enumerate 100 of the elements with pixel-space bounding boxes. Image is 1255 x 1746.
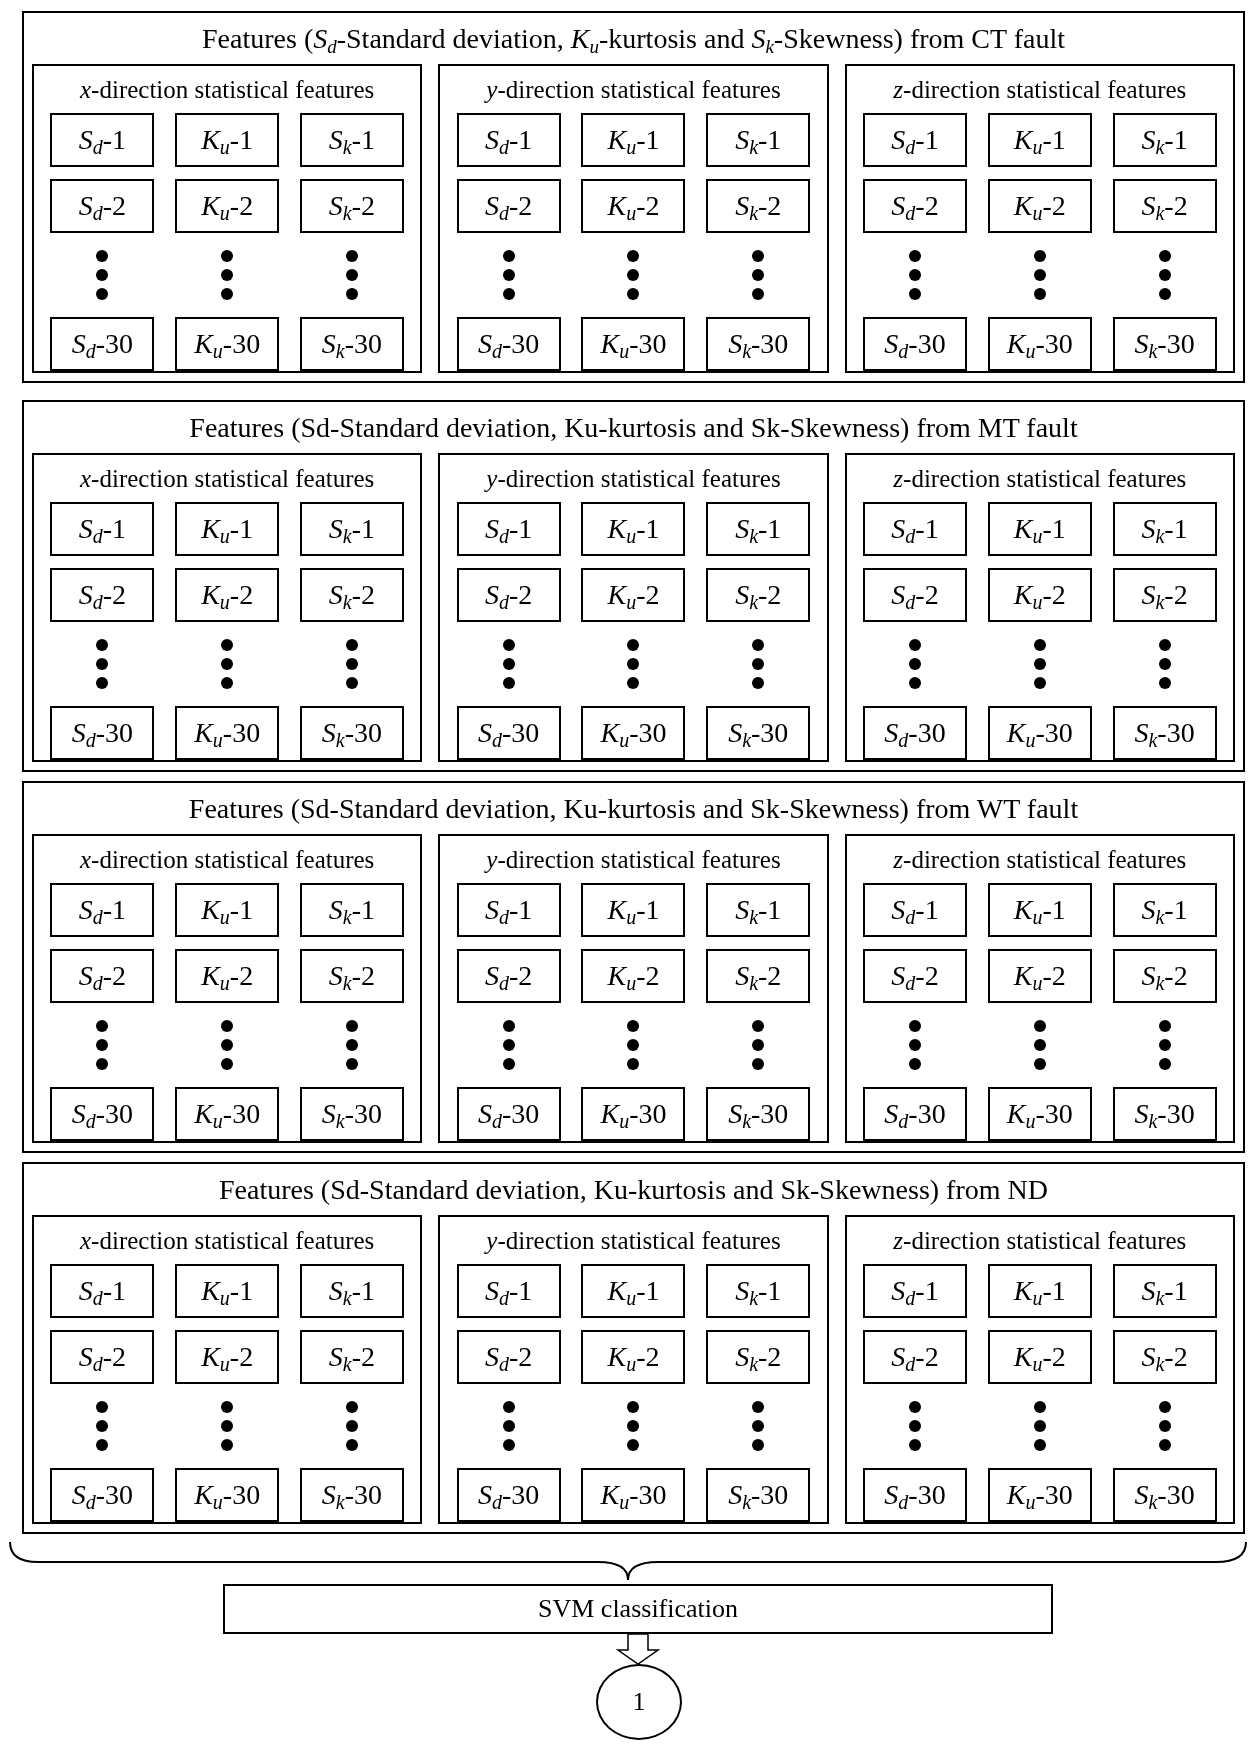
feature-box [1112, 568, 1217, 623]
feature-box [456, 949, 561, 1004]
feature-label: K$_{u}$-1 [201, 896, 254, 925]
panel-title: z-direction statistical features [892, 845, 1188, 875]
feature-label: S$_{k}$-2 [735, 962, 782, 991]
feature-box [581, 502, 686, 557]
feature-box [299, 113, 404, 168]
feature-label: S$_{d}$-2 [485, 962, 533, 991]
hollow-arrow [615, 1633, 661, 1665]
feature-box [706, 568, 811, 623]
feature-label: K$_{u}$-2 [1013, 581, 1066, 610]
feature-label: K$_{u}$-2 [201, 581, 254, 610]
feature-label: K$_{u}$-30 [1006, 1100, 1073, 1129]
feature-label: S$_{k}$-1 [1141, 126, 1188, 155]
feature-box [299, 706, 404, 761]
panel-title: y-direction statistical features [483, 464, 782, 494]
feature-box [581, 1087, 686, 1142]
feature-label: S$_{d}$-30 [884, 719, 946, 748]
feature-box [987, 502, 1092, 557]
feature-box [299, 1330, 404, 1385]
feature-label: S$_{d}$-1 [485, 126, 533, 155]
feature-box [706, 883, 811, 938]
feature-box [50, 1468, 155, 1523]
feature-box [50, 179, 155, 234]
feature-box [863, 1264, 968, 1319]
feature-box [863, 317, 968, 372]
feature-box [299, 179, 404, 234]
feature-box [706, 1264, 811, 1319]
feature-box [1112, 1330, 1217, 1385]
panel-title: z-direction statistical features [892, 75, 1188, 105]
feature-label: S$_{d}$-2 [485, 192, 533, 221]
feature-box [581, 317, 686, 372]
feature-label: S$_{d}$-1 [485, 1277, 533, 1306]
feature-box [863, 113, 968, 168]
feature-label: S$_{k}$-1 [328, 896, 376, 925]
group-title: Features (Sd-Standard deviation, Ku-kurtosis and Sk-Skewness) from MT fault [188, 411, 1079, 445]
feature-label: S$_{k}$-1 [735, 515, 782, 544]
feature-label: S$_{k}$-2 [1141, 192, 1188, 221]
feature-label: S$_{k}$-30 [1134, 330, 1195, 359]
feature-label: S$_{d}$-2 [485, 1343, 533, 1372]
feature-box [456, 113, 561, 168]
feature-box [987, 568, 1092, 623]
direction-panel [32, 1215, 423, 1525]
feature-box [1112, 1468, 1217, 1523]
feature-label: S$_{d}$-1 [78, 1277, 127, 1306]
feature-box [299, 317, 404, 372]
fault-group [22, 11, 1245, 383]
feature-box [581, 1468, 686, 1523]
feature-box [175, 1330, 280, 1385]
feature-label: S$_{k}$-30 [321, 1481, 383, 1510]
feature-label: K$_{u}$-2 [201, 1343, 254, 1372]
feature-label: S$_{d}$-1 [78, 896, 127, 925]
feature-label: S$_{d}$-30 [478, 330, 540, 359]
feature-box [175, 502, 280, 557]
feature-box [175, 883, 280, 938]
panel-title: x-direction statistical features [78, 464, 376, 494]
feature-label: S$_{k}$-2 [735, 581, 782, 610]
feature-box [987, 706, 1092, 761]
feature-box [175, 317, 280, 372]
feature-box [706, 317, 811, 372]
feature-label: S$_{d}$-30 [478, 1100, 540, 1129]
feature-label: S$_{k}$-30 [321, 1100, 383, 1129]
feature-label: S$_{k}$-30 [728, 330, 789, 359]
process-box [223, 1584, 1053, 1634]
direction-panel [32, 64, 423, 374]
feature-label: S$_{k}$-1 [1141, 896, 1188, 925]
feature-box [50, 113, 155, 168]
direction-panel [438, 1215, 829, 1525]
feature-label: S$_{k}$-2 [328, 192, 376, 221]
feature-box [987, 1087, 1092, 1142]
feature-box [456, 502, 561, 557]
feature-box [581, 1264, 686, 1319]
feature-label: K$_{u}$-1 [1013, 126, 1066, 155]
direction-panel [438, 453, 829, 763]
feature-label: S$_{k}$-30 [1134, 1481, 1195, 1510]
feature-label: S$_{k}$-2 [1141, 1343, 1188, 1372]
feature-label: S$_{d}$-30 [478, 719, 540, 748]
feature-box [175, 1087, 280, 1142]
feature-label: S$_{k}$-30 [321, 330, 383, 359]
feature-box [581, 113, 686, 168]
feature-box [456, 706, 561, 761]
feature-box [706, 1330, 811, 1385]
feature-box [299, 1264, 404, 1319]
feature-label: K$_{u}$-1 [1013, 896, 1066, 925]
group-title: Features (Sd-Standard deviation, Ku-kurtosis and Sk-Skewness) from WT fault [187, 792, 1080, 826]
feature-label: S$_{d}$-1 [891, 896, 939, 925]
feature-box [1112, 113, 1217, 168]
group-title: Features (S$_{d}$-Standard deviation, K$_{u}$-kurtosis and S$_{k}$-Skewness) from CT fault [201, 22, 1066, 56]
feature-box [987, 1330, 1092, 1385]
panel-title: x-direction statistical features [78, 75, 376, 105]
feature-label: K$_{u}$-30 [600, 1481, 667, 1510]
fault-group [22, 781, 1245, 1153]
feature-box [581, 179, 686, 234]
direction-panel [844, 1215, 1235, 1525]
feature-box [175, 1264, 280, 1319]
feature-box [863, 179, 968, 234]
feature-box [1112, 949, 1217, 1004]
feature-label: S$_{d}$-30 [71, 1100, 134, 1129]
feature-label: S$_{k}$-1 [328, 515, 376, 544]
feature-box [581, 1330, 686, 1385]
